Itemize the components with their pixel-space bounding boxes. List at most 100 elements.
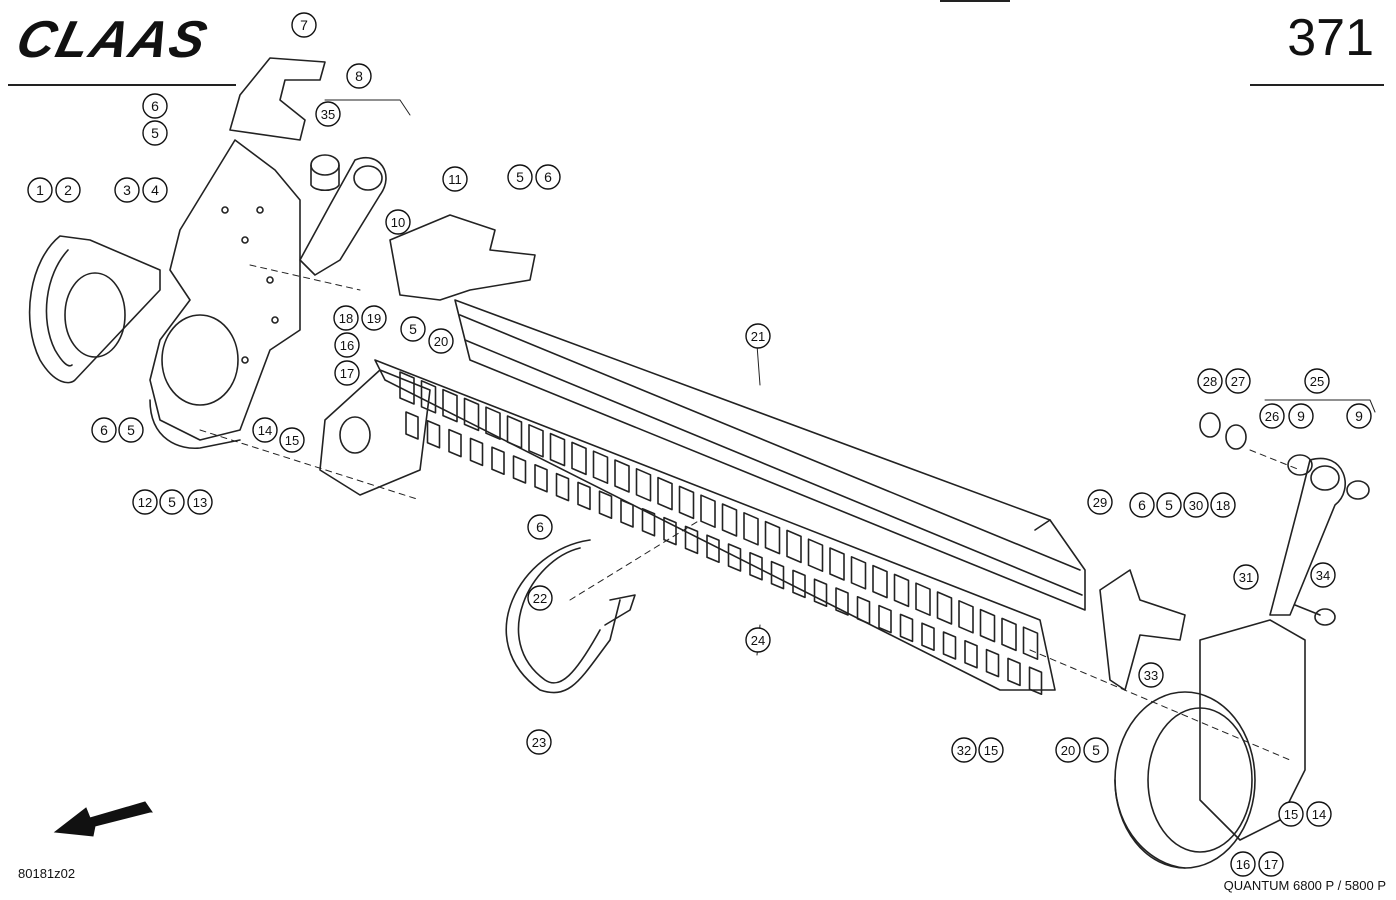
callout-circle <box>315 101 341 127</box>
callout-number: 22 <box>533 591 547 606</box>
callout-circle <box>334 332 360 358</box>
callout-circle <box>334 360 360 386</box>
callout-number: 5 <box>1092 742 1100 758</box>
knife-tine <box>899 613 914 643</box>
knife-tine <box>749 552 763 581</box>
callout-circle <box>142 177 168 203</box>
callout-circle <box>527 514 553 540</box>
left-belt-guard <box>28 235 161 384</box>
callout-circle <box>1310 562 1336 588</box>
callout-circle <box>1233 564 1259 590</box>
callout-12: 12 <box>132 489 158 515</box>
callout-number: 15 <box>984 743 998 758</box>
callout-circle <box>507 164 533 190</box>
callout-27: 27 <box>1225 368 1251 394</box>
callout-number: 4 <box>151 182 159 198</box>
callout-number: 23 <box>532 735 546 750</box>
callout-number: 18 <box>339 311 353 326</box>
callout-number: 6 <box>536 519 544 535</box>
callout-circle <box>1258 851 1284 877</box>
callout-number: 26 <box>1265 409 1279 424</box>
knife-tine <box>979 608 996 643</box>
callout-number: 11 <box>448 172 462 187</box>
callout-21: 21 <box>745 323 771 349</box>
knife-tine <box>506 415 523 449</box>
callout-circle <box>1197 368 1223 394</box>
callout-5: 5 <box>159 489 185 515</box>
callout-29: 29 <box>1087 489 1113 515</box>
knife-tine <box>512 455 527 484</box>
callout-number: 32 <box>957 743 971 758</box>
knife-tine <box>706 534 720 563</box>
callout-6: 6 <box>527 514 553 540</box>
knife-tine <box>721 503 738 537</box>
callout-6: 6 <box>1129 492 1155 518</box>
callout-5: 5 <box>1083 737 1109 763</box>
callout-number: 17 <box>340 366 354 381</box>
callout-9: 9 <box>1288 403 1314 429</box>
model-label: QUANTUM 6800 P / 5800 P <box>1223 878 1386 893</box>
callout-circle <box>1156 492 1182 518</box>
knife-tine <box>463 397 480 432</box>
knife-tine <box>921 622 935 651</box>
callout-20: 20 <box>428 328 454 354</box>
callout-number: 21 <box>751 329 765 344</box>
knife-tine <box>635 468 652 502</box>
direction-arrow-icon <box>53 801 153 837</box>
callout-circle <box>333 305 359 331</box>
knife-tine <box>420 380 437 414</box>
callout-number: 6 <box>151 98 159 114</box>
knife-tine <box>663 516 677 546</box>
knife-tine <box>700 494 716 528</box>
callout-15: 15 <box>978 737 1004 763</box>
knife-tine <box>657 476 673 511</box>
callout-1: 1 <box>27 177 53 203</box>
callout-number: 15 <box>285 433 299 448</box>
callout-14: 14 <box>1306 801 1332 827</box>
knife-tines <box>399 371 1043 695</box>
knife-tine <box>1028 666 1043 695</box>
callout-circle <box>442 166 468 192</box>
callout-circle <box>55 177 81 203</box>
callout-13: 13 <box>187 489 213 515</box>
callout-circle <box>346 63 372 89</box>
callout-number: 5 <box>409 321 417 337</box>
callout-number: 6 <box>100 422 108 438</box>
callout-circle <box>1230 851 1256 877</box>
main-beam <box>454 299 1086 611</box>
callout-number: 15 <box>1284 807 1298 822</box>
knife-tine <box>942 631 957 660</box>
callout-22: 22 <box>527 585 553 611</box>
callout-5: 5 <box>118 417 144 443</box>
callout-6: 6 <box>535 164 561 190</box>
knife-tine <box>1007 657 1021 687</box>
callout-24: 24 <box>745 627 771 653</box>
callout-number: 5 <box>151 125 159 141</box>
knife-tine <box>678 485 695 520</box>
callout-number: 14 <box>1312 807 1326 822</box>
right-side-plate <box>1114 619 1306 869</box>
callout-number: 30 <box>1189 498 1203 513</box>
callout-number: 24 <box>751 633 765 648</box>
header-rule-right <box>1250 84 1384 86</box>
knife-tine <box>850 556 867 590</box>
knife-tine <box>764 520 781 555</box>
callout-circle <box>428 328 454 354</box>
knife-tine <box>964 640 978 669</box>
knife-tine <box>549 432 566 467</box>
callout-5: 5 <box>1156 492 1182 518</box>
callout-circle <box>279 427 305 453</box>
callout-number: 5 <box>516 169 524 185</box>
callout-6: 6 <box>142 93 168 119</box>
knife-tine <box>577 481 591 511</box>
callout-2: 2 <box>55 177 81 203</box>
knife-tine <box>807 538 824 572</box>
knife-tine <box>743 511 759 546</box>
knife-tine <box>571 441 587 476</box>
callout-19: 19 <box>361 305 387 331</box>
callout-circle <box>951 737 977 763</box>
knife-tine <box>485 406 501 440</box>
callout-number: 3 <box>123 182 131 198</box>
